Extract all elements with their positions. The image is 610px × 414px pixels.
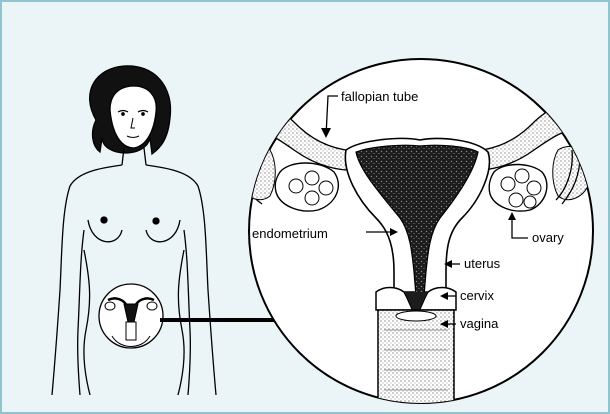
- body-inset: [99, 284, 163, 348]
- label-ovary: ovary: [532, 230, 564, 245]
- label-endometrium: endometrium: [252, 226, 328, 241]
- right-arm: [146, 165, 216, 395]
- label-fallopian-tube: fallopian tube: [341, 89, 418, 104]
- left-arm: [52, 165, 122, 395]
- ovary-left: [275, 163, 338, 211]
- label-vagina: vagina: [460, 316, 499, 331]
- ovary-right: [489, 165, 547, 212]
- label-cervix: cervix: [460, 288, 494, 303]
- label-uterus: uterus: [464, 256, 501, 271]
